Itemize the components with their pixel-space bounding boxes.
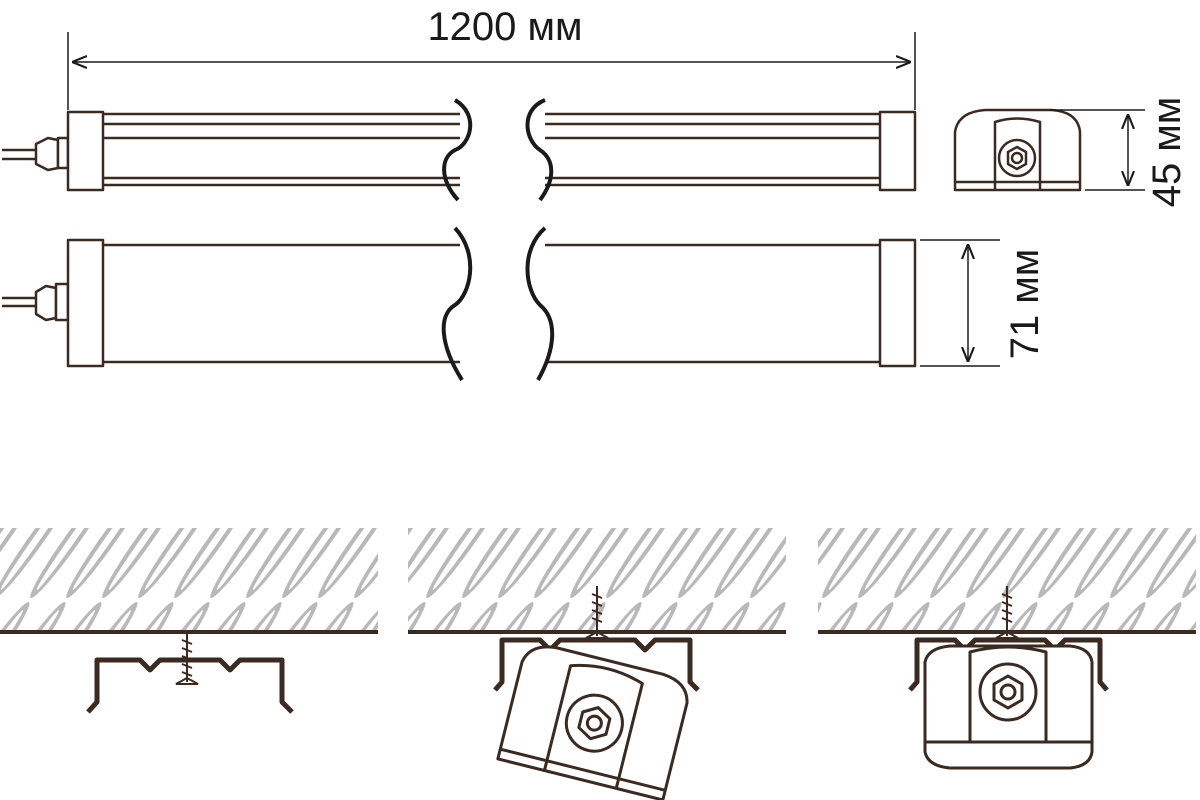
luminaire-top-view: [2, 226, 917, 382]
width-dimension-label: 71 мм: [1003, 249, 1047, 360]
cable-gland: [34, 136, 60, 172]
end-cap-left: [66, 110, 105, 192]
mounting-step-3-installed: [818, 528, 1196, 770]
mounting-bracket: [908, 637, 1109, 692]
break-line: [441, 226, 473, 382]
mounting-bracket: [493, 637, 700, 692]
luminaire-side-view: [2, 98, 917, 202]
screw: [995, 586, 1019, 639]
ceiling-hatch: [0, 528, 378, 632]
width-dimension: [920, 239, 1000, 367]
luminaire-end-view: [953, 108, 1082, 192]
mounting-step-1-bracket: [0, 528, 378, 714]
length-dimension: [67, 32, 916, 110]
height-dimension: [1050, 109, 1145, 191]
length-dimension-label: 1200 мм: [427, 5, 582, 49]
end-cap-right: [878, 110, 917, 192]
screw: [585, 586, 609, 639]
break-line: [442, 98, 473, 202]
mounting-step-2-snap-in: [408, 528, 786, 800]
height-dimension-label: 45 мм: [1145, 97, 1189, 208]
screw: [175, 632, 199, 685]
end-cap-left: [66, 238, 105, 368]
end-cap-right: [878, 238, 917, 368]
